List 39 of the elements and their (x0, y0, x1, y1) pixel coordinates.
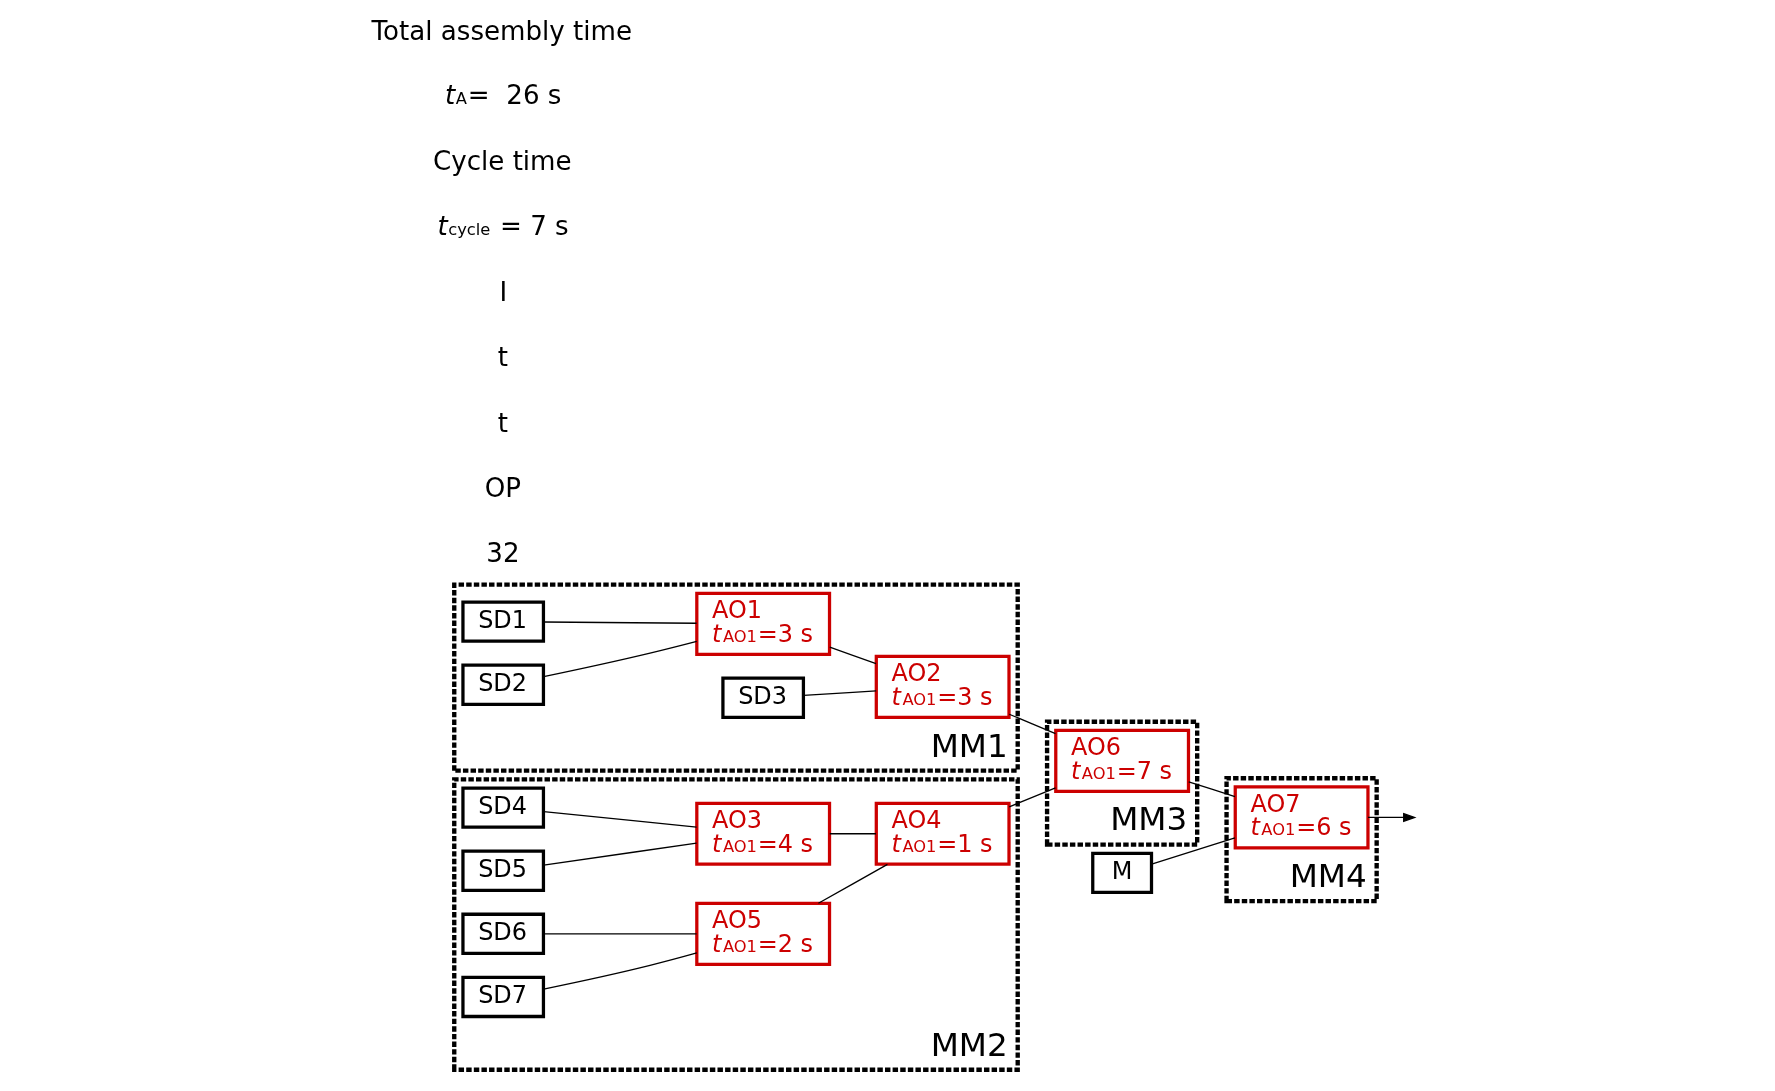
connector (543, 640, 698, 678)
connector (1008, 713, 1057, 735)
node-box: SD6 (461, 912, 546, 956)
node-box: SD4 (461, 786, 546, 829)
node-box: M (1091, 851, 1154, 895)
label: t (497, 407, 508, 438)
connector (543, 952, 698, 990)
node-box: AO6 tAO1=7 s (1054, 728, 1191, 793)
connector (543, 933, 698, 935)
label: OP (484, 472, 521, 503)
node-box: SD7 (461, 975, 546, 1019)
node-box: AO1 tAO1=3 s (695, 591, 832, 656)
connector (1188, 781, 1236, 798)
connector (543, 811, 698, 828)
node-box: AO7 tAO1=6 s (1233, 785, 1370, 850)
node-box: SD5 (461, 849, 546, 892)
label: tA= 26 s (445, 80, 562, 111)
label: Total assembly time (371, 15, 632, 46)
node-box: AO2 tAO1=3 s (874, 654, 1011, 719)
arrow (1367, 812, 1417, 823)
connector (817, 863, 889, 904)
label: tcycle = 7 s (437, 210, 569, 241)
connector (829, 646, 877, 665)
connector (1008, 787, 1057, 808)
label: 32 (486, 538, 520, 569)
node-box: AO3 tAO1=4 s (695, 801, 832, 866)
label: I (499, 276, 508, 307)
connector (829, 833, 877, 835)
connector (543, 842, 698, 866)
label: t (497, 342, 508, 373)
node-box: SD3 (721, 676, 806, 719)
node-box: SD1 (461, 600, 546, 643)
node-box: AO5 tAO1=2 s (695, 901, 832, 966)
connector (543, 621, 698, 624)
node-box: SD2 (461, 663, 546, 706)
label: Cycle time (433, 146, 572, 177)
connector (802, 690, 877, 697)
connector (1151, 837, 1236, 865)
node-box: AO4 tAO1=1 s (874, 801, 1011, 866)
